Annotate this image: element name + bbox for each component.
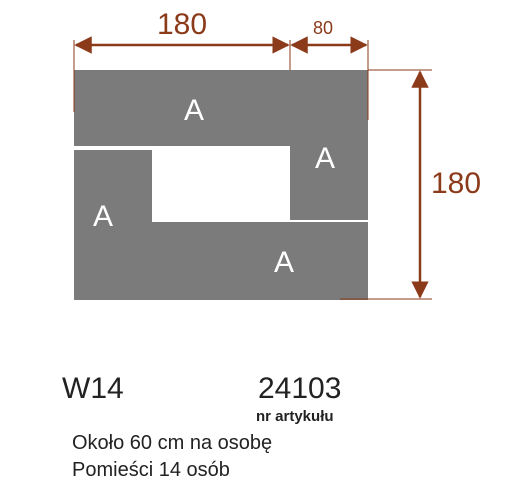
segment-right xyxy=(290,70,368,220)
segment-left xyxy=(74,150,152,300)
segment-label-top: A xyxy=(184,94,204,127)
article-number: 24103 xyxy=(258,372,342,405)
dimension-label-top-right-width: 80 xyxy=(313,18,333,38)
article-number-label: nr artykułu xyxy=(256,408,334,425)
dimension-label-right-height: 180 xyxy=(431,167,481,200)
segment-top xyxy=(74,70,290,146)
seating-capacity: Pomieści 14 osób xyxy=(72,459,230,481)
dimension-label-top-width: 180 xyxy=(157,8,207,41)
segment-label-bottom: A xyxy=(274,246,294,279)
seating-per-person: Około 60 cm na osobę xyxy=(72,432,273,454)
segment-label-right: A xyxy=(315,142,335,175)
model-code: W14 xyxy=(62,372,124,405)
segment-label-left: A xyxy=(93,200,113,233)
segment-bottom xyxy=(152,222,368,300)
